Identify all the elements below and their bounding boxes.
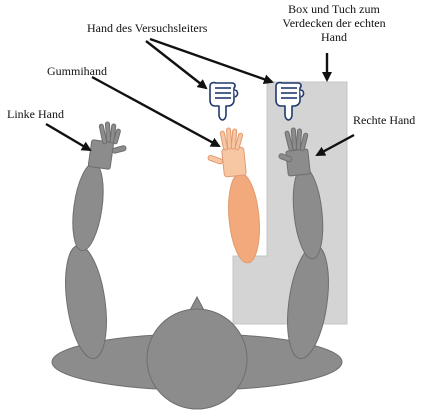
arrow-to-experimenter-hand-right [150,39,272,82]
left-forearm [68,161,108,252]
label-right-hand: Rechte Hand [353,113,415,127]
rubber-arm [225,172,263,264]
label-cover-box-line-3: Hand [264,30,404,44]
label-experimenter-hand: Hand des Versuchsleiters [87,21,207,35]
head [147,309,247,409]
experimenter-hand-left-icon [210,83,238,120]
left-upper-arm [59,243,112,361]
label-rubber-hand: Gummihand [47,64,107,78]
label-cover-box-line-2: Verdecken der echten [264,16,404,30]
label-cover-box: Box und Tuch zum Verdecken der echten Ha… [264,2,404,44]
label-left-hand: Linke Hand [7,107,64,121]
left-hand [88,122,126,170]
label-cover-box-line-1: Box und Tuch zum [264,2,404,16]
arrow-to-left-hand [46,124,90,150]
rubber-hand [207,128,246,177]
